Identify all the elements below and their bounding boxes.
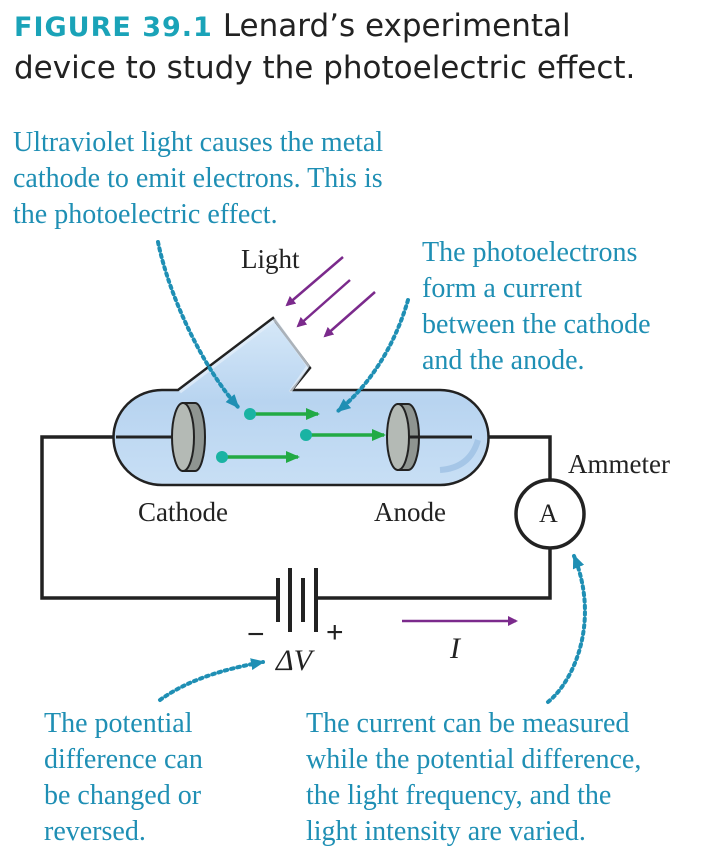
- figure-number: FIGURE 39.1: [14, 12, 213, 43]
- pointer-uv: [156, 240, 240, 409]
- ammeter-circle: [514, 478, 586, 550]
- light-ray-3: [323, 291, 376, 338]
- battery-minus-sign: −: [247, 618, 265, 651]
- photoelectron-annotation: The photoelectrons form a current betwee…: [422, 237, 651, 376]
- circuit-wire: [40, 435, 552, 600]
- delta-v-label: ΔV: [276, 644, 312, 677]
- ammeter-symbol: A: [539, 499, 558, 528]
- photoelectrons: [216, 408, 386, 463]
- light-label: Light: [241, 244, 300, 274]
- current-annotation: The current can be measured while the po…: [306, 708, 642, 847]
- light-rays: [285, 256, 376, 338]
- electron-1: [244, 408, 256, 420]
- anode-label: Anode: [374, 497, 446, 527]
- potential-annotation: The potential difference can be changed …: [44, 708, 203, 847]
- annotation-pointers: [156, 240, 587, 704]
- cathode-plate: [116, 402, 206, 472]
- light-ray-2: [296, 279, 351, 328]
- pointer-current: [546, 554, 587, 704]
- pointer-photoelectrons: [336, 298, 410, 413]
- anode-plate: [386, 403, 472, 471]
- uv-annotation: Ultraviolet light causes the metal catho…: [13, 127, 384, 230]
- battery-symbol: [276, 568, 318, 632]
- battery-plus-sign: +: [326, 616, 344, 649]
- figure-caption: FIGURE 39.1 Lenard’s experimental device …: [14, 6, 704, 89]
- figure-title-line1: Lenard’s experimental: [222, 8, 571, 44]
- ammeter-label: Ammeter: [568, 449, 670, 479]
- current-label: I: [450, 632, 460, 665]
- pointer-potential: [158, 658, 265, 702]
- electron-3: [216, 451, 228, 463]
- light-ray-1: [285, 256, 344, 307]
- electron-2: [300, 429, 312, 441]
- cathode-label: Cathode: [138, 497, 228, 527]
- figure-title-line2: device to study the photoelectric effect…: [14, 50, 636, 86]
